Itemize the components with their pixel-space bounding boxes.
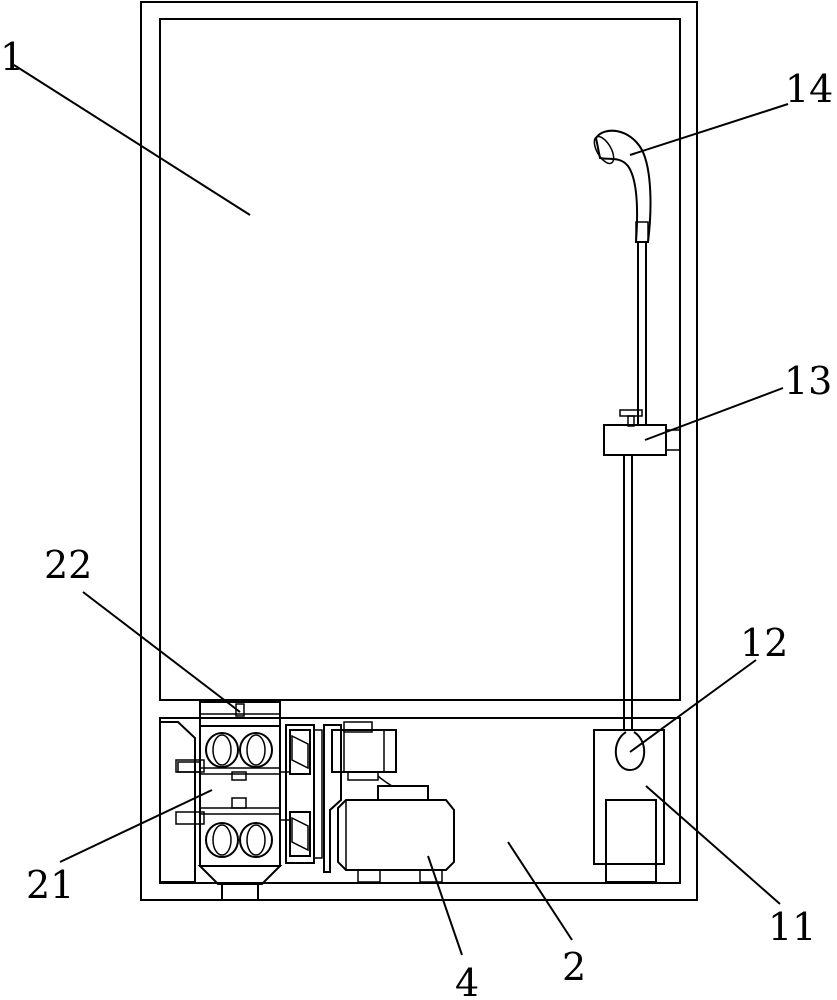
valve — [603, 409, 681, 456]
label-12: 12 — [740, 621, 788, 665]
leader-lines — [13, 64, 789, 956]
label-21: 21 — [26, 863, 74, 907]
label-2: 2 — [562, 945, 586, 989]
filter-element — [615, 731, 645, 772]
water-tank — [593, 729, 665, 883]
outer-housing — [140, 1, 698, 901]
motor — [323, 721, 455, 883]
pump-block — [605, 799, 657, 883]
grinding-assembly — [177, 701, 311, 901]
label-11: 11 — [768, 905, 816, 949]
label-1: 1 — [0, 35, 24, 79]
spray-gun — [593, 129, 652, 243]
label-14: 14 — [785, 67, 833, 111]
hose — [623, 242, 647, 730]
upper-compartment — [159, 18, 681, 701]
label-13: 13 — [784, 359, 832, 403]
left-bracket — [159, 721, 205, 883]
label-4: 4 — [455, 961, 479, 1000]
transmission-housing — [285, 724, 323, 864]
label-22: 22 — [44, 543, 92, 587]
